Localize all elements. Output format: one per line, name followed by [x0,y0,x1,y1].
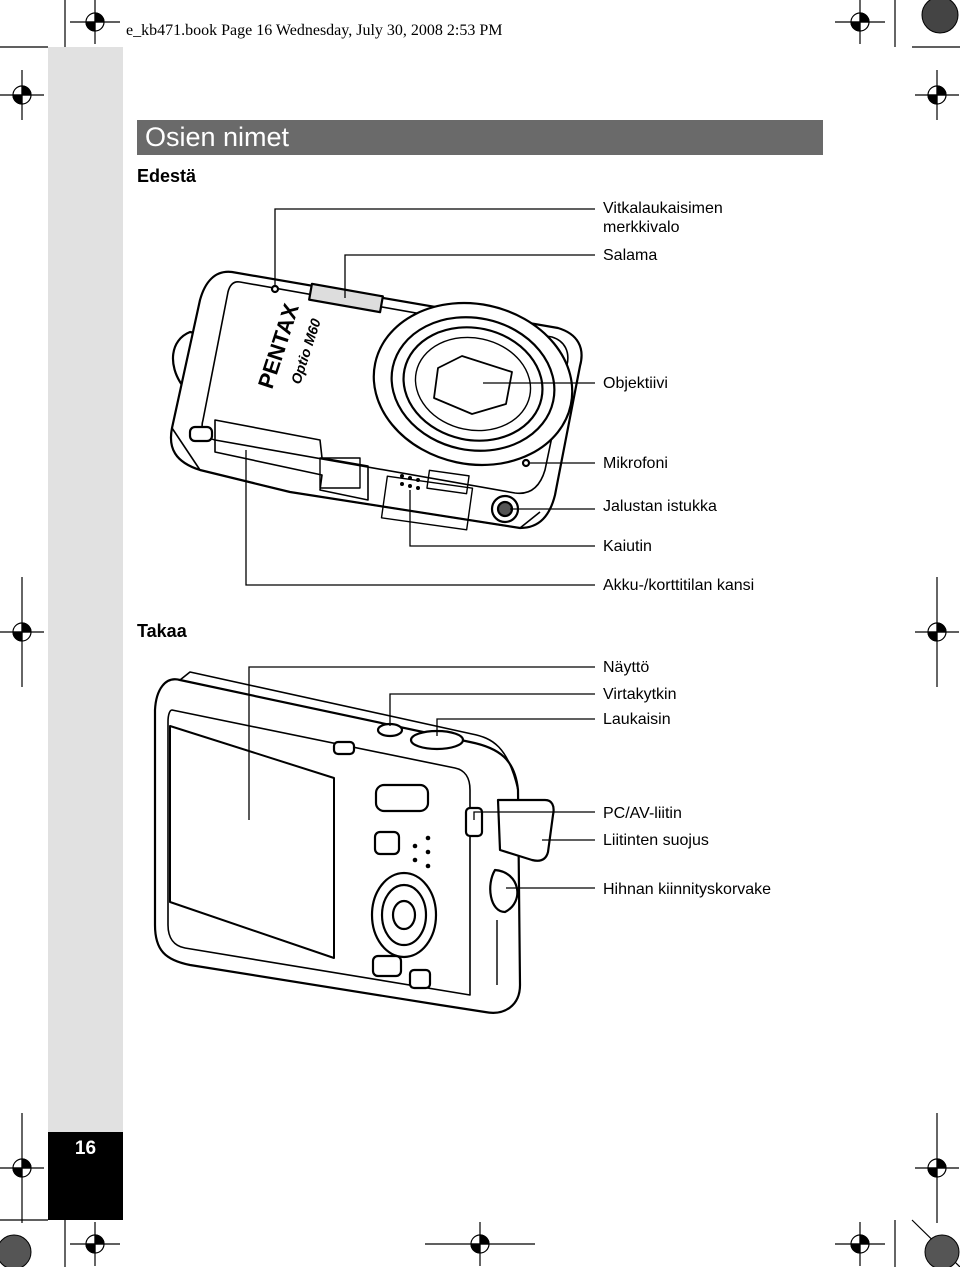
title-bar [137,120,823,155]
label-self-timer-lamp: Vitkalaukaisimen [603,200,723,217]
label-terminal-cover: Liitinten suojus [603,832,709,849]
label-tripod-socket: Jalustan istukka [603,498,717,515]
label-self-timer-lamp-2: merkkivalo [603,219,680,236]
back-heading: Takaa [137,621,187,641]
label-speaker: Kaiutin [603,538,652,555]
print-header: e_kb471.book Page 16 Wednesday, July 30,… [126,22,503,39]
label-shutter: Laukaisin [603,711,671,728]
front-heading: Edestä [137,166,197,186]
label-power-switch: Virtakytkin [603,686,677,703]
label-battery-cover: Akku-/korttitilan kansi [603,577,755,594]
page-title: Osien nimet [145,122,290,152]
page-number-box [48,1132,123,1220]
side-strip [48,47,123,1220]
label-pcav-terminal: PC/AV-liitin [603,805,682,822]
label-lens: Objektiivi [603,375,668,392]
label-flash: Salama [603,247,658,264]
label-microphone: Mikrofoni [603,455,668,472]
page-number: 16 [74,1138,97,1159]
label-display: Näyttö [603,659,650,676]
label-strap-lug: Hihnan kiinnityskorvake [603,881,772,898]
